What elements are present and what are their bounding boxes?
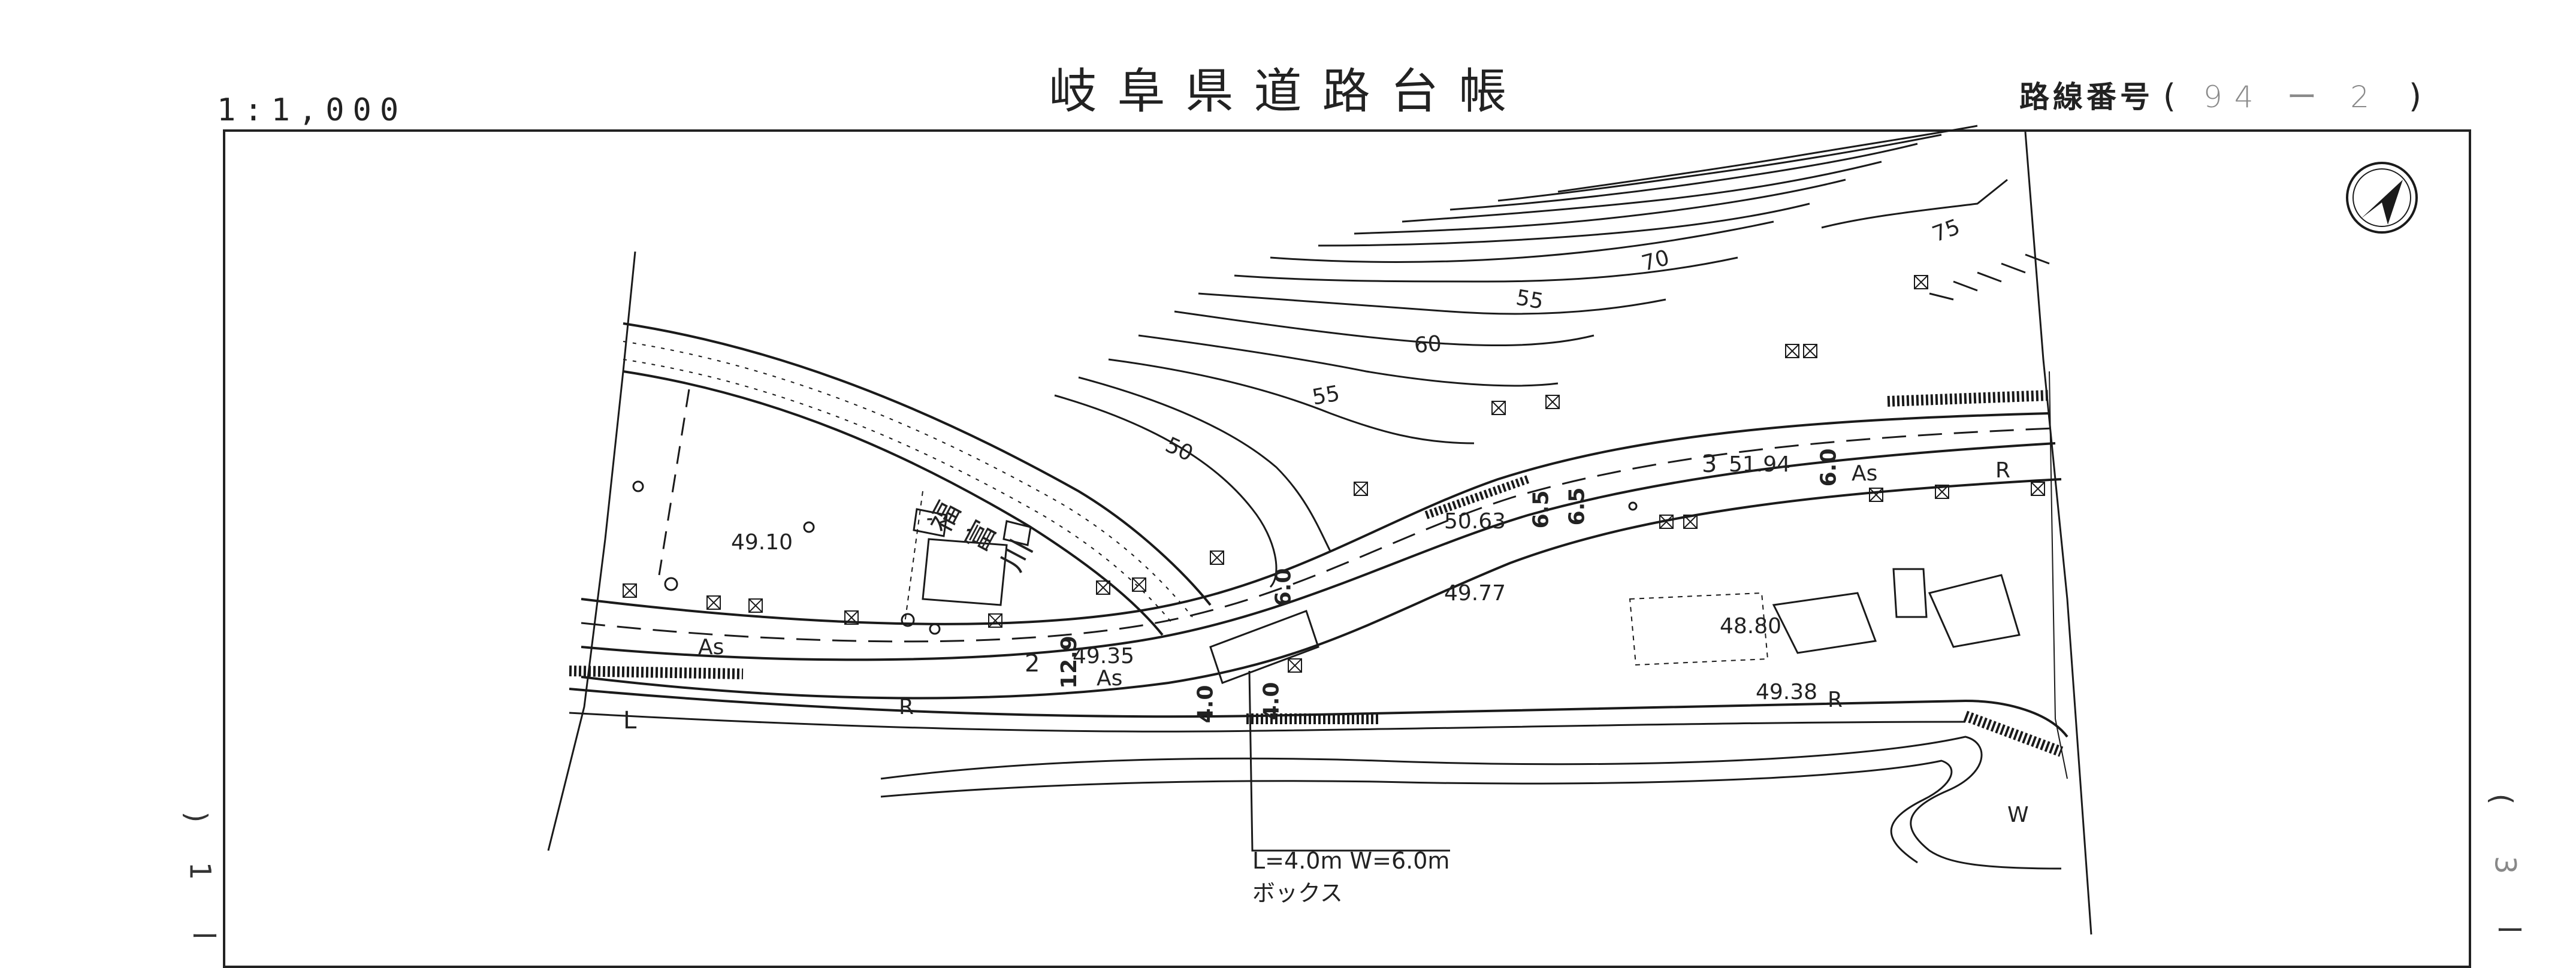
contour-value-label: 55 bbox=[1514, 285, 1546, 314]
road-width-label: 4.0 bbox=[1193, 685, 1218, 724]
map-right-boundary-line bbox=[2024, 131, 2092, 935]
structure-type-label: ボックス bbox=[1252, 880, 1343, 906]
contour-line bbox=[1557, 125, 1978, 193]
lot-boundary-dashed bbox=[658, 389, 690, 576]
right-edge-dash: ー bbox=[2496, 914, 2525, 948]
road-width-label: 6.0 bbox=[1271, 568, 1296, 607]
retaining-wall-hatch bbox=[1424, 475, 1530, 519]
road-width-label: 4.0 bbox=[1259, 682, 1284, 721]
utility-marker-icons bbox=[623, 275, 2045, 673]
contour-line bbox=[1318, 202, 1810, 247]
elevation-label: 49.38 bbox=[1756, 680, 1818, 704]
road-edge-label: R bbox=[1995, 458, 2011, 483]
water-label: W bbox=[2007, 803, 2029, 827]
contour-value-label: 55 bbox=[1310, 381, 1342, 410]
stream-bank-upper bbox=[880, 736, 2062, 870]
river-bank-lower bbox=[623, 370, 1164, 636]
contour-line bbox=[1078, 376, 1331, 552]
road-width-label: 6.5 bbox=[1565, 487, 1590, 526]
road-width-label: 6.5 bbox=[1529, 490, 1554, 529]
building-outline bbox=[1002, 520, 1032, 546]
contour-line bbox=[1821, 179, 2008, 229]
stream-bank-lower bbox=[880, 760, 1953, 864]
lot-outline bbox=[1629, 592, 1769, 666]
building-outline bbox=[1772, 592, 1877, 654]
road-edge-label: R bbox=[899, 695, 914, 719]
contour-line bbox=[1198, 292, 1666, 315]
retaining-wall-hatch bbox=[1887, 390, 2050, 407]
route-close-paren: ) bbox=[2409, 77, 2422, 115]
route-open-paren: ( bbox=[2163, 77, 2176, 115]
contour-line bbox=[1402, 161, 1882, 223]
elevation-label: 51.94 bbox=[1729, 452, 1791, 477]
elevation-label: 49.10 bbox=[731, 530, 793, 555]
contour-line bbox=[1054, 394, 1278, 588]
elevation-label: 48.80 bbox=[1720, 614, 1782, 639]
station-number-label: 2 bbox=[1025, 650, 1040, 677]
road-width-label: 6.0 bbox=[1816, 448, 1841, 487]
contour-line bbox=[1449, 143, 1918, 211]
north-arrow-icon bbox=[2346, 162, 2418, 234]
contour-line bbox=[1234, 256, 1738, 283]
road-edge-lower bbox=[581, 478, 2062, 700]
contour-line bbox=[1270, 220, 1774, 263]
building-outline bbox=[1928, 574, 2021, 648]
elevation-label: 49.35 bbox=[1073, 644, 1135, 668]
road-center-dashed-line bbox=[581, 427, 2053, 643]
contour-line bbox=[1108, 358, 1475, 444]
building-outline bbox=[1892, 568, 1928, 618]
contour-value-label: 60 bbox=[1413, 331, 1443, 358]
building-outline bbox=[913, 508, 948, 537]
contour-line bbox=[1138, 334, 1559, 387]
map-left-boundary-line bbox=[547, 251, 636, 851]
surface-label: As bbox=[1097, 666, 1123, 691]
retaining-wall-hatch bbox=[569, 666, 744, 679]
building-outline bbox=[922, 538, 1008, 606]
station-number-label: 3 bbox=[1702, 450, 1717, 478]
contour-line bbox=[1354, 179, 1846, 235]
route-number-value: 94 ー 2 bbox=[2203, 80, 2382, 114]
road-edge-upper bbox=[581, 412, 2050, 625]
lower-road-edge-2 bbox=[569, 712, 1966, 733]
route-number-block: 路線番号 ( 94 ー 2 ) bbox=[2019, 73, 2421, 116]
box-culvert-outline bbox=[1209, 610, 1319, 684]
point-symbols bbox=[632, 480, 1638, 635]
scale-label: 1:1,000 bbox=[217, 92, 407, 128]
elevation-label: 50.63 bbox=[1444, 509, 1506, 534]
river-bank-upper bbox=[623, 322, 1212, 606]
page-title: 岐阜県道路台帳 bbox=[1049, 63, 1527, 119]
road-edge-label: R bbox=[1828, 688, 1843, 712]
road-width-label: 12.9 bbox=[1056, 636, 1082, 689]
contour-line bbox=[1174, 310, 1594, 347]
surface-label: As bbox=[1852, 461, 1878, 486]
elevation-label: 49.77 bbox=[1444, 581, 1506, 606]
surface-label: As bbox=[698, 635, 724, 660]
reference-line-label: L bbox=[623, 707, 637, 734]
lower-road-edge bbox=[569, 688, 2068, 738]
structure-leader-line bbox=[1248, 670, 1450, 852]
road-map-drawing bbox=[547, 125, 2418, 935]
structure-dimension-label: L=4.0m W=6.0m bbox=[1252, 848, 1450, 874]
road-edge-upper-inner bbox=[581, 442, 2056, 661]
route-number-label: 路線番号 bbox=[2019, 80, 2154, 114]
contour-line bbox=[1497, 134, 1942, 202]
